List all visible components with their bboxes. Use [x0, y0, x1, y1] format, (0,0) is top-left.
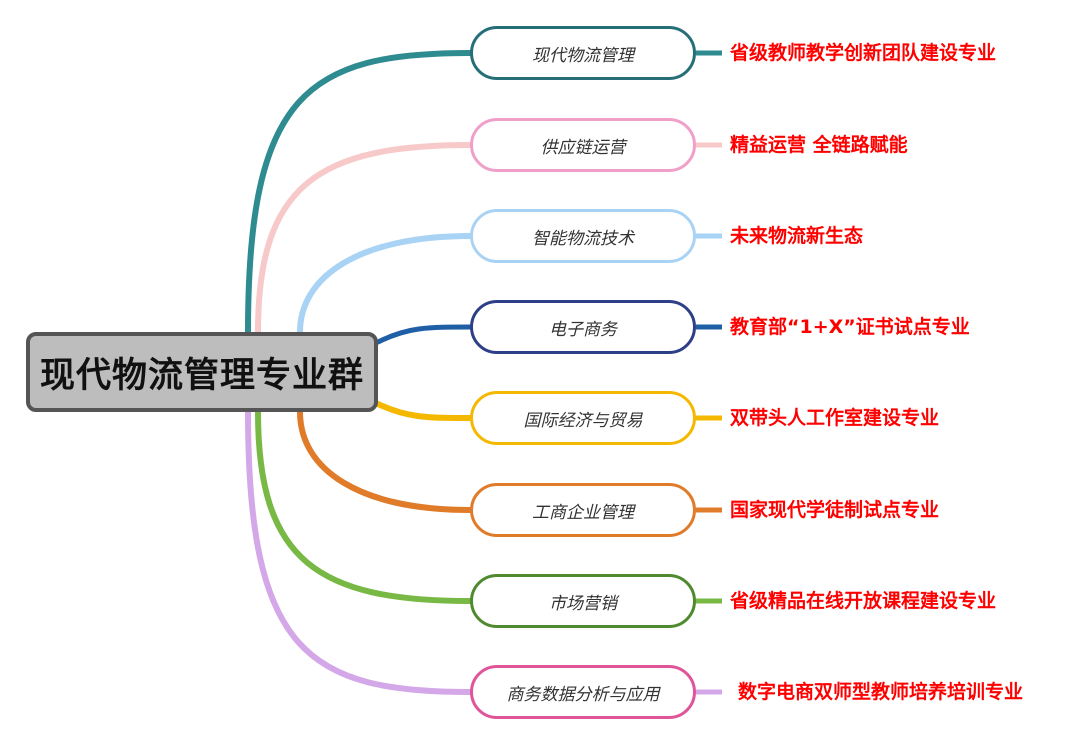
branch-node-6[interactable]: 工商企业管理 [470, 483, 696, 537]
branch-node-5[interactable]: 国际经济与贸易 [470, 391, 696, 445]
connector-1 [245, 50, 473, 335]
branch-note-4: 教育部“1+X”证书试点专业 [730, 316, 970, 338]
branch-note-5: 双带头人工作室建设专业 [730, 407, 940, 429]
branch-node-8[interactable]: 商务数据分析与应用 [470, 665, 696, 719]
branch-note-3: 未来物流新生态 [730, 225, 864, 247]
connector-4 [375, 324, 473, 345]
connector-6 [297, 409, 473, 513]
branch-note-2: 精益运营 全链路赋能 [730, 134, 908, 156]
branch-node-4[interactable]: 电子商务 [470, 300, 696, 354]
branch-node-3[interactable]: 智能物流技术 [470, 209, 696, 263]
branch-node-2[interactable]: 供应链运营 [470, 118, 696, 172]
branch-note-1: 省级教师教学创新团队建设专业 [730, 42, 997, 64]
branch-note-8: 数字电商双师型教师培养培训专业 [738, 681, 1024, 703]
connector-2 [255, 142, 473, 335]
branch-note-6: 国家现代学徒制试点专业 [730, 499, 940, 521]
connector-3 [297, 233, 473, 335]
branch-node-1[interactable]: 现代物流管理 [470, 26, 696, 80]
root-node[interactable]: 现代物流管理专业群 [26, 332, 378, 412]
connector-5 [375, 401, 473, 421]
connector-7 [255, 409, 473, 604]
branch-node-7[interactable]: 市场营销 [470, 574, 696, 628]
branch-note-7: 省级精品在线开放课程建设专业 [730, 590, 997, 612]
connector-8 [245, 409, 473, 695]
